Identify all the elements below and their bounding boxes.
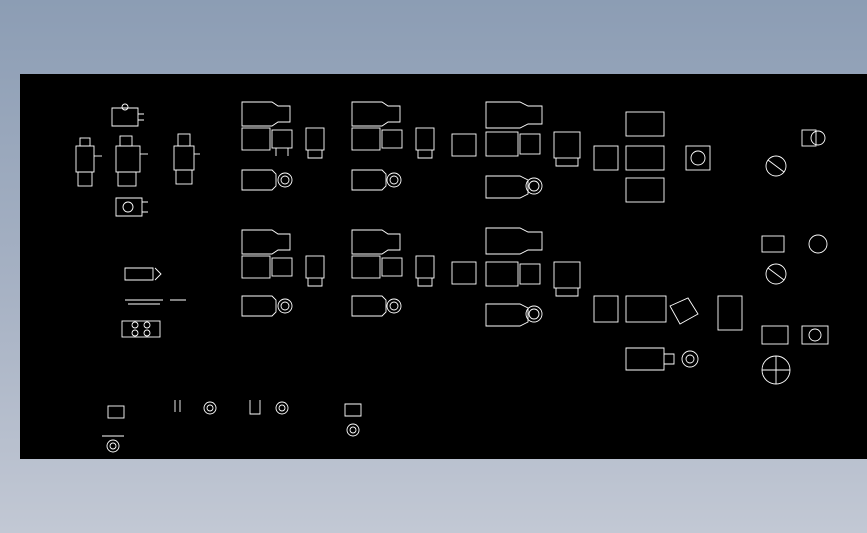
cad-drawing <box>75 101 829 453</box>
coil-views-col2 <box>351 101 435 317</box>
valve-assembly-drawing <box>75 103 200 217</box>
coil-views-col1 <box>241 101 325 317</box>
coil-views-col3 <box>451 101 581 327</box>
right-column-drawing <box>761 129 829 385</box>
coil-views-col4 <box>593 111 743 371</box>
connector-parts-drawing <box>102 400 362 453</box>
cad-drawing-viewport[interactable] <box>20 74 867 459</box>
coil-part-drawing <box>121 267 186 338</box>
